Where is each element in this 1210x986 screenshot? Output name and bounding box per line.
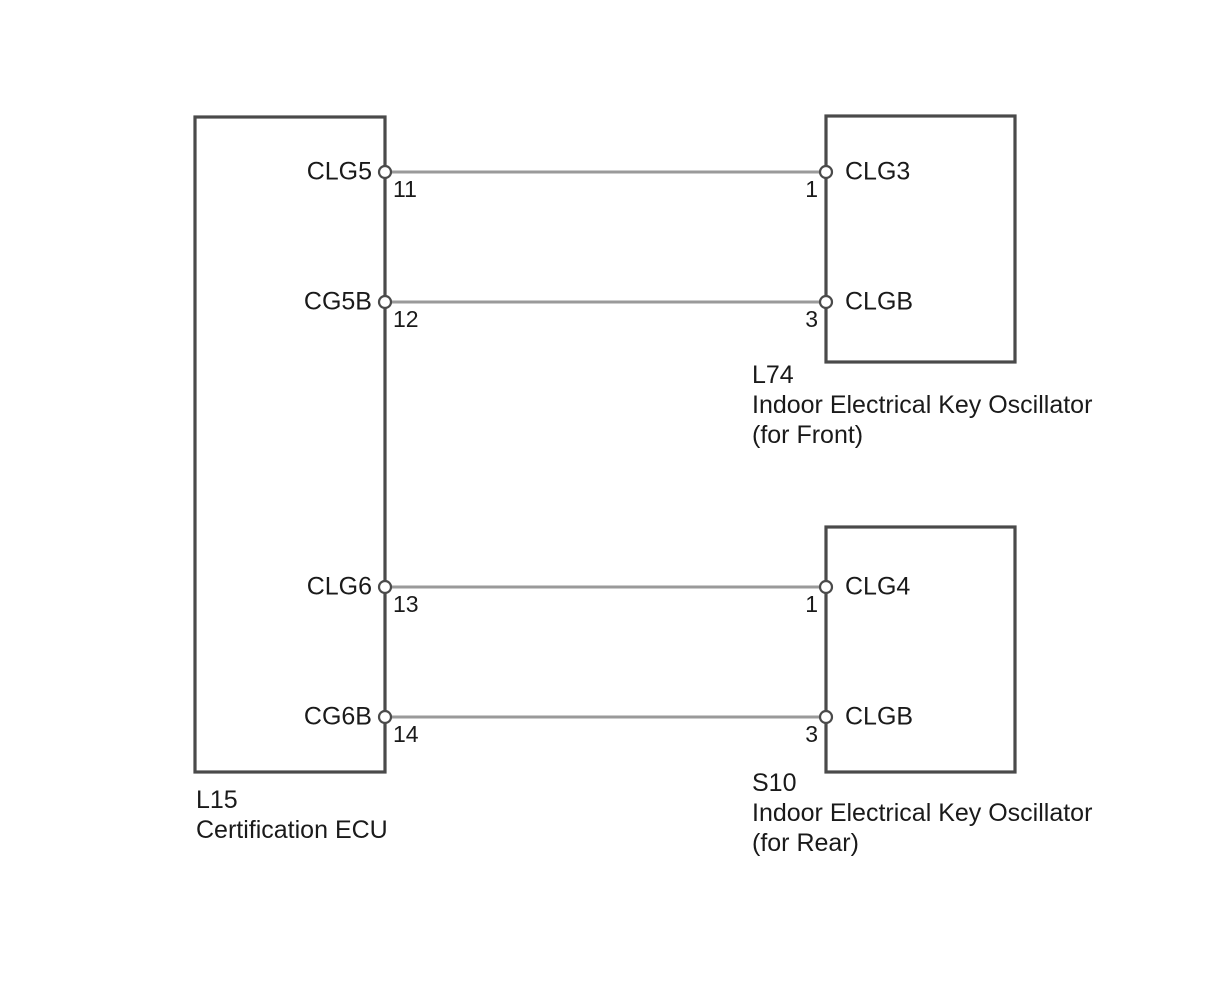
signal-label-l74-clg3: CLG3 (845, 157, 911, 186)
pin-number-l15-11: 11 (393, 176, 417, 202)
signal-label-l15-clg5: CLG5 (306, 157, 372, 186)
signal-label-s10-clgb: CLGB (845, 702, 914, 731)
caption-line-s10-qualifier: (for Rear) (752, 829, 859, 857)
pin-terminal-s10-1 (818, 579, 834, 595)
pin-number-s10-1: 1 (805, 591, 818, 617)
pin-number-l74-1: 1 (805, 176, 818, 202)
caption-line-s10-code: S10 (752, 769, 797, 797)
pin-number-l74-3: 3 (805, 306, 818, 332)
pin-terminal-l74-3 (818, 294, 834, 310)
pin-terminal-l15-13 (377, 579, 393, 595)
caption-line-l74-name: Indoor Electrical Key Oscillator (752, 391, 1093, 419)
component-box-l74 (824, 114, 1017, 364)
signal-label-l15-cg5b: CG5B (303, 287, 372, 316)
pin-number-l15-12: 12 (393, 306, 419, 332)
pin-terminal-l15-12 (377, 294, 393, 310)
caption-line-l74-qualifier: (for Front) (752, 421, 864, 449)
pin-number-s10-3: 3 (805, 721, 818, 747)
component-box-s10 (824, 525, 1017, 774)
signal-label-l15-clg6: CLG6 (306, 572, 372, 601)
caption-line-l15-code: L15 (196, 786, 238, 814)
component-caption-s10: S10 Indoor Electrical Key Oscillator (fo… (752, 768, 1092, 858)
component-caption-l74: L74 Indoor Electrical Key Oscillator (fo… (752, 360, 1092, 450)
caption-line-l15-name: Certification ECU (196, 816, 388, 844)
pin-number-l15-14: 14 (393, 721, 419, 747)
component-caption-l15: L15 Certification ECU (196, 785, 388, 845)
pin-number-l15-13: 13 (393, 591, 419, 617)
caption-line-s10-name: Indoor Electrical Key Oscillator (752, 799, 1093, 827)
caption-line-l74-code: L74 (752, 361, 794, 389)
pin-terminal-l74-1 (818, 164, 834, 180)
pin-terminal-s10-3 (818, 709, 834, 725)
signal-label-l15-cg6b: CG6B (303, 702, 372, 731)
signal-label-l74-clgb: CLGB (845, 287, 914, 316)
component-box-l15 (193, 115, 387, 774)
signal-label-s10-clg4: CLG4 (845, 572, 911, 601)
pin-terminal-l15-11 (377, 164, 393, 180)
pin-terminal-l15-14 (377, 709, 393, 725)
